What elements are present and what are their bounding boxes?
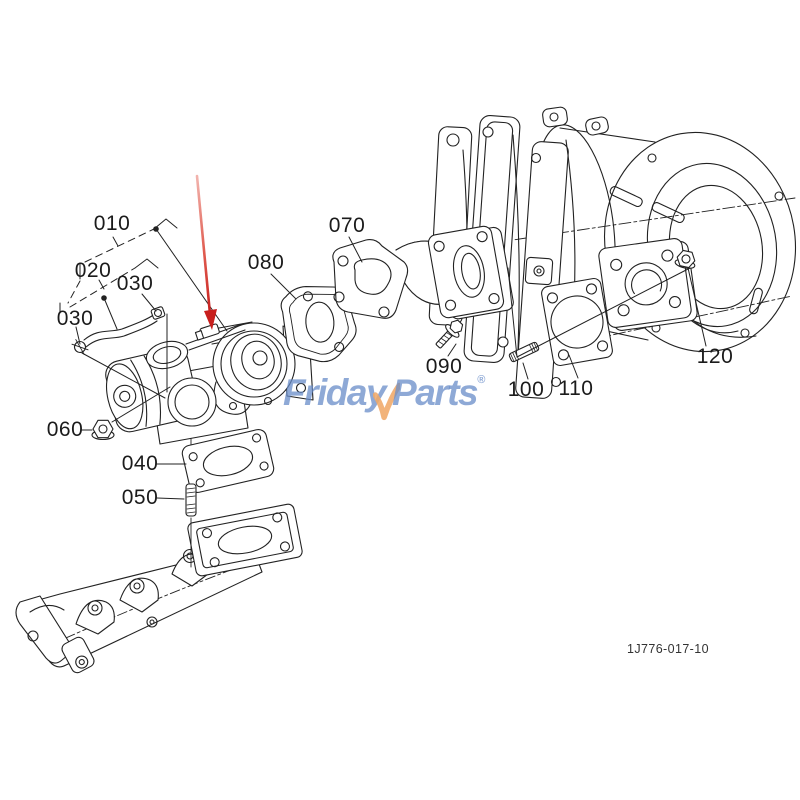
leader-lines — [59, 218, 707, 500]
logo-word-friday: Friday — [283, 372, 387, 413]
part-label-040: 040 — [121, 452, 159, 475]
part-label-100: 100 — [507, 378, 545, 401]
nut-060-drawing — [91, 419, 115, 441]
turbocharger-drawing — [105, 321, 314, 445]
bolt-090-drawing — [435, 319, 464, 349]
engine-flange-drawing — [598, 238, 692, 328]
part-label-110: 110 — [558, 377, 594, 400]
part-label-070: 070 — [328, 214, 366, 237]
part-label-080: 080 — [247, 251, 285, 274]
logo-check-icon — [373, 382, 401, 421]
part-label-030-upper: 030 — [116, 272, 154, 295]
elbow-flange-drawing — [427, 225, 505, 319]
part-label-050: 050 — [121, 486, 159, 509]
gasket-110-drawing — [541, 277, 613, 367]
part-label-090: 090 — [425, 355, 463, 378]
stud-050-drawing — [185, 483, 197, 517]
red-pointer-arrow — [195, 174, 217, 330]
nut-120-drawing — [674, 249, 696, 269]
part-label-120: 120 — [696, 345, 734, 368]
gasket-040-drawing — [181, 428, 275, 494]
elbow-070-drawing — [332, 225, 514, 320]
part-label-030-lower: 030 — [56, 307, 94, 330]
fridayparts-watermark: Friday Parts ® — [283, 372, 485, 427]
exhaust-manifold-drawing — [15, 503, 303, 674]
part-label-010: 010 — [93, 212, 131, 235]
registered-mark: ® — [477, 374, 486, 386]
drawing-number: 1J776-017-10 — [627, 642, 709, 656]
logo-word-parts: Parts — [392, 372, 479, 413]
part-label-020: 020 — [74, 259, 112, 282]
oil-line-drawing — [71, 306, 166, 355]
manifold-pad-drawing — [187, 503, 303, 577]
part-label-060: 060 — [46, 418, 84, 441]
